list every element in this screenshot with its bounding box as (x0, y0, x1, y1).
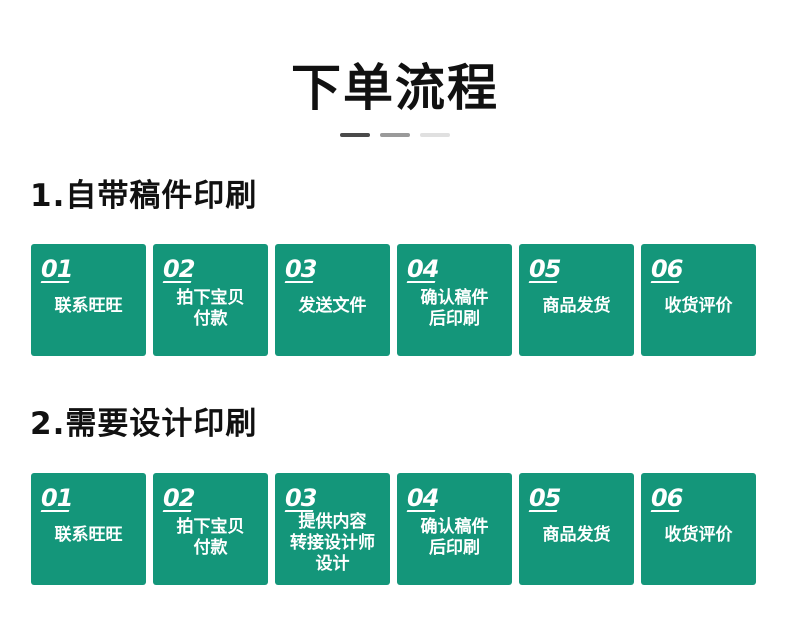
step-card: 06 收货评价 (641, 473, 756, 585)
step-number: 02 (163, 484, 195, 512)
step-label-line: 商品发货 (542, 525, 611, 545)
step-card: 03 发送文件 (275, 244, 390, 356)
step-label-line: 发送文件 (298, 296, 367, 316)
step-number: 04 (407, 484, 439, 512)
step-number: 02 (163, 255, 195, 283)
step-number-underline (162, 281, 192, 283)
step-number-underline (284, 281, 314, 283)
step-label-line: 转接设计师 (290, 533, 375, 553)
step-card: 03 提供内容 转接设计师 设计 (275, 473, 390, 585)
step-label-line: 付款 (193, 309, 228, 329)
divider-dash-light (420, 133, 450, 137)
step-label-line: 后印刷 (429, 309, 480, 329)
step-row-self-provided: 01 联系旺旺 02 拍下宝贝 付款 03 发送文件 04 确认稿件 后印刷 0… (31, 244, 756, 356)
step-label-line: 收货评价 (664, 296, 733, 316)
step-number-underline (406, 510, 436, 512)
step-number: 05 (529, 255, 561, 283)
page-title: 下单流程 (291, 59, 499, 117)
step-card: 01 联系旺旺 (31, 244, 146, 356)
step-label-line: 确认稿件 (420, 288, 489, 308)
divider-dash-mid (380, 133, 410, 137)
step-number: 05 (529, 484, 561, 512)
step-label-line: 确认稿件 (420, 517, 489, 537)
step-label: 联系旺旺 (31, 296, 146, 317)
step-card: 02 拍下宝贝 付款 (153, 244, 268, 356)
divider-dash-dark (340, 133, 370, 137)
step-card: 04 确认稿件 后印刷 (397, 473, 512, 585)
step-label: 确认稿件 后印刷 (397, 517, 512, 559)
step-label-line: 拍下宝贝 (176, 517, 245, 537)
step-card: 04 确认稿件 后印刷 (397, 244, 512, 356)
step-label-line: 联系旺旺 (54, 296, 123, 316)
step-number-underline (162, 510, 192, 512)
step-number: 03 (285, 484, 317, 512)
step-number: 03 (285, 255, 317, 283)
step-label: 联系旺旺 (31, 525, 146, 546)
step-card: 01 联系旺旺 (31, 473, 146, 585)
step-label-line: 拍下宝贝 (176, 288, 245, 308)
step-label: 收货评价 (641, 296, 756, 317)
step-label: 确认稿件 后印刷 (397, 288, 512, 330)
step-number-underline (406, 281, 436, 283)
step-label: 发送文件 (275, 296, 390, 317)
step-number-underline (528, 510, 558, 512)
step-number-underline (528, 281, 558, 283)
step-label: 商品发货 (519, 525, 634, 546)
section-heading-self-provided: 1.自带稿件印刷 (30, 178, 258, 214)
step-number-underline (650, 510, 680, 512)
step-number: 01 (41, 255, 73, 283)
section-heading-design-needed: 2.需要设计印刷 (30, 406, 258, 442)
step-number: 01 (41, 484, 73, 512)
step-label: 提供内容 转接设计师 设计 (275, 512, 390, 575)
step-label-line: 收货评价 (664, 525, 733, 545)
step-label-line: 付款 (193, 538, 228, 558)
step-card: 05 商品发货 (519, 473, 634, 585)
step-number-underline (40, 510, 70, 512)
step-card: 05 商品发货 (519, 244, 634, 356)
step-label: 拍下宝贝 付款 (153, 517, 268, 559)
step-number: 04 (407, 255, 439, 283)
step-number: 06 (651, 255, 683, 283)
title-divider (340, 133, 452, 137)
step-label: 商品发货 (519, 296, 634, 317)
step-label-line: 提供内容 (298, 512, 367, 532)
step-card: 06 收货评价 (641, 244, 756, 356)
step-label-line: 后印刷 (429, 538, 480, 558)
step-label-line: 联系旺旺 (54, 525, 123, 545)
step-card: 02 拍下宝贝 付款 (153, 473, 268, 585)
step-label: 收货评价 (641, 525, 756, 546)
step-row-design-needed: 01 联系旺旺 02 拍下宝贝 付款 03 提供内容 转接设计师 设计 04 确… (31, 473, 756, 585)
step-number-underline (650, 281, 680, 283)
step-number-underline (40, 281, 70, 283)
step-label: 拍下宝贝 付款 (153, 288, 268, 330)
step-label-line: 商品发货 (542, 296, 611, 316)
step-label-line: 设计 (315, 554, 350, 574)
step-number: 06 (651, 484, 683, 512)
